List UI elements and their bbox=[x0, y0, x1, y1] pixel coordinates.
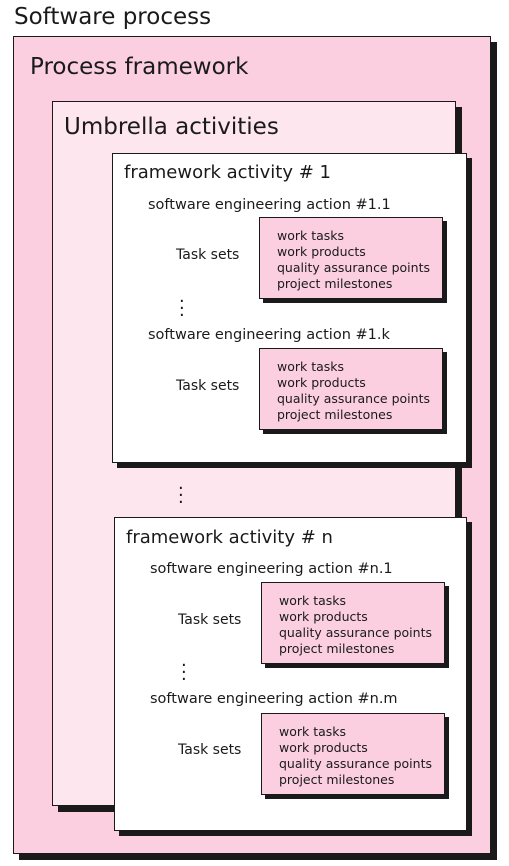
task-item: work products bbox=[277, 244, 366, 259]
task-item: work products bbox=[279, 740, 368, 755]
task-item: quality assurance points bbox=[277, 260, 430, 275]
software-process-title: Software process bbox=[14, 4, 212, 30]
action-1-1-taskset-label: Task sets bbox=[176, 247, 240, 263]
task-item: quality assurance points bbox=[279, 756, 432, 771]
action-1-1-tasks-box: work tasks work products quality assuran… bbox=[259, 217, 443, 299]
task-item: work tasks bbox=[277, 359, 345, 374]
ellipsis-actions-1: ... bbox=[179, 286, 185, 321]
process-framework-title: Process framework bbox=[30, 54, 249, 80]
action-n-1-taskset-label: Task sets bbox=[178, 612, 242, 628]
action-1-1-title: software engineering action #1.1 bbox=[148, 197, 391, 213]
framework-activity-n-title: framework activity # n bbox=[126, 527, 333, 548]
action-n-1-title: software engineering action #n.1 bbox=[150, 561, 393, 577]
task-item: quality assurance points bbox=[277, 391, 430, 406]
task-item: work products bbox=[279, 609, 368, 624]
task-item: project milestones bbox=[277, 276, 393, 291]
action-n-m-title: software engineering action #n.m bbox=[150, 691, 398, 707]
task-item: work products bbox=[277, 375, 366, 390]
action-1-k-title: software engineering action #1.k bbox=[148, 327, 390, 343]
action-1-k-tasks-box: work tasks work products quality assuran… bbox=[259, 348, 443, 430]
ellipsis-actions-n: ... bbox=[181, 650, 187, 685]
task-item: work tasks bbox=[279, 593, 347, 608]
action-n-1-tasks-box: work tasks work products quality assuran… bbox=[261, 582, 445, 664]
task-item: project milestones bbox=[279, 772, 395, 787]
action-1-k-taskset-label: Task sets bbox=[176, 378, 240, 394]
action-n-m-tasks-box: work tasks work products quality assuran… bbox=[261, 713, 445, 795]
ellipsis-activities: ... bbox=[178, 473, 184, 508]
task-item: quality assurance points bbox=[279, 625, 432, 640]
task-item: work tasks bbox=[279, 724, 347, 739]
action-n-m-taskset-label: Task sets bbox=[178, 742, 242, 758]
umbrella-activities-title: Umbrella activities bbox=[64, 114, 279, 140]
framework-activity-1-title: framework activity # 1 bbox=[124, 162, 331, 183]
task-item: project milestones bbox=[277, 407, 393, 422]
task-item: work tasks bbox=[277, 228, 345, 243]
task-item: project milestones bbox=[279, 641, 395, 656]
